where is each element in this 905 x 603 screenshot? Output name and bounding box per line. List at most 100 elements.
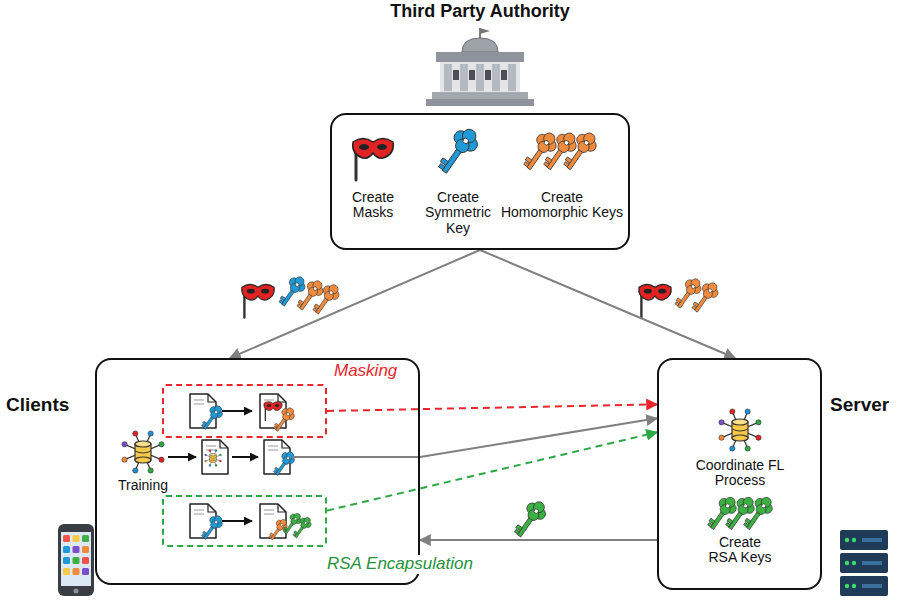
key-icon [726, 523, 731, 527]
phone-icon [58, 524, 94, 596]
network-icon [148, 468, 153, 473]
document-icon [194, 400, 204, 401]
document-icon [278, 504, 286, 512]
key-icon [740, 493, 776, 534]
key-icon [214, 410, 218, 414]
key-icon [692, 306, 696, 310]
network-icon [135, 451, 151, 453]
mask-icon [267, 404, 272, 407]
server-icon [852, 561, 856, 565]
authority-building [453, 70, 459, 80]
task-label: Create RSA Keys [705, 535, 775, 566]
key-icon [564, 162, 569, 167]
phone-icon [73, 535, 80, 542]
server-box: ServerCoordinate FL ProcessCreate RSA Ke… [657, 358, 822, 590]
authority-building [492, 64, 500, 91]
key-icon [313, 308, 317, 312]
phone-icon [73, 568, 80, 575]
key-icon [563, 140, 569, 146]
phone-icon [63, 546, 70, 553]
authority-building [462, 38, 498, 52]
phone-icon [63, 557, 70, 564]
key-icon [544, 162, 549, 167]
document-icon [208, 504, 216, 512]
document-icon [206, 446, 216, 447]
network-icon [745, 446, 750, 451]
server-heading: Server [830, 395, 902, 416]
network-icon [730, 409, 735, 414]
document-icon [194, 510, 204, 511]
network-icon [756, 435, 761, 440]
key-icon [199, 403, 226, 433]
mask-icon [353, 139, 394, 159]
key-icon [291, 515, 314, 541]
network-icon [205, 454, 207, 456]
document-icon [264, 400, 274, 401]
key-icon [434, 123, 484, 179]
mask-icon [242, 284, 274, 300]
network-icon [148, 431, 153, 436]
document-icon [194, 404, 204, 405]
network-icon [205, 450, 222, 467]
network-icon [135, 457, 151, 463]
network-icon [133, 431, 138, 436]
task-label: Create Homomorphic Keys [499, 190, 625, 221]
network-icon [159, 457, 164, 462]
key-icon [294, 517, 298, 521]
key-icon [199, 513, 226, 543]
key-icon [761, 503, 767, 509]
key-icon [329, 290, 334, 295]
mask-icon [639, 284, 671, 300]
public-key-arrow [420, 539, 657, 541]
server-icon [852, 538, 856, 542]
server-icon [840, 530, 888, 596]
update-lead [292, 456, 421, 458]
document-icon [264, 510, 274, 511]
rsa-group: RSA Encapsulation [162, 495, 327, 547]
mask-icon [353, 139, 394, 181]
masked-update-arrow [327, 404, 657, 411]
authority-building [432, 92, 528, 99]
key-distribution-arrow [480, 250, 735, 358]
task-label: Create Symmetric Key [423, 190, 493, 236]
mask-icon [243, 295, 245, 317]
key-icon [533, 508, 539, 514]
network-icon [732, 419, 748, 425]
phone-icon [82, 535, 89, 542]
server-icon [840, 576, 888, 596]
key-icon [675, 302, 679, 306]
network-icon [122, 442, 127, 447]
phone-icon [82, 568, 89, 575]
key-icon [722, 493, 758, 534]
key-icon [274, 426, 277, 429]
key-icon [295, 527, 304, 538]
task-label: Coordinate FL Process [690, 458, 790, 489]
server-icon [845, 561, 849, 565]
key-icon [304, 521, 308, 525]
authority-box: Third Party AuthorityCreate MasksCreate … [330, 113, 630, 250]
key-icon [271, 449, 298, 479]
key-icon [267, 517, 290, 543]
phone-icon [58, 524, 94, 596]
step-arrow [222, 520, 252, 522]
network-icon [732, 435, 748, 441]
key-icon [280, 523, 284, 527]
network-icon [719, 409, 761, 451]
phone-icon [73, 557, 80, 564]
phone-icon [82, 557, 89, 564]
key-icon [511, 497, 551, 542]
key-icon [203, 417, 213, 430]
mask-icon [377, 144, 387, 150]
network-icon [210, 460, 216, 462]
clients-heading: Clients [6, 395, 92, 416]
server-icon [862, 584, 882, 588]
server-icon [845, 584, 849, 588]
document-icon [202, 440, 228, 474]
network-icon [730, 446, 735, 451]
key-icon [202, 534, 205, 537]
network-icon [756, 420, 761, 425]
authority-building [436, 52, 524, 62]
document-icon [268, 450, 278, 451]
encapsulated-key-arrow [327, 432, 657, 510]
